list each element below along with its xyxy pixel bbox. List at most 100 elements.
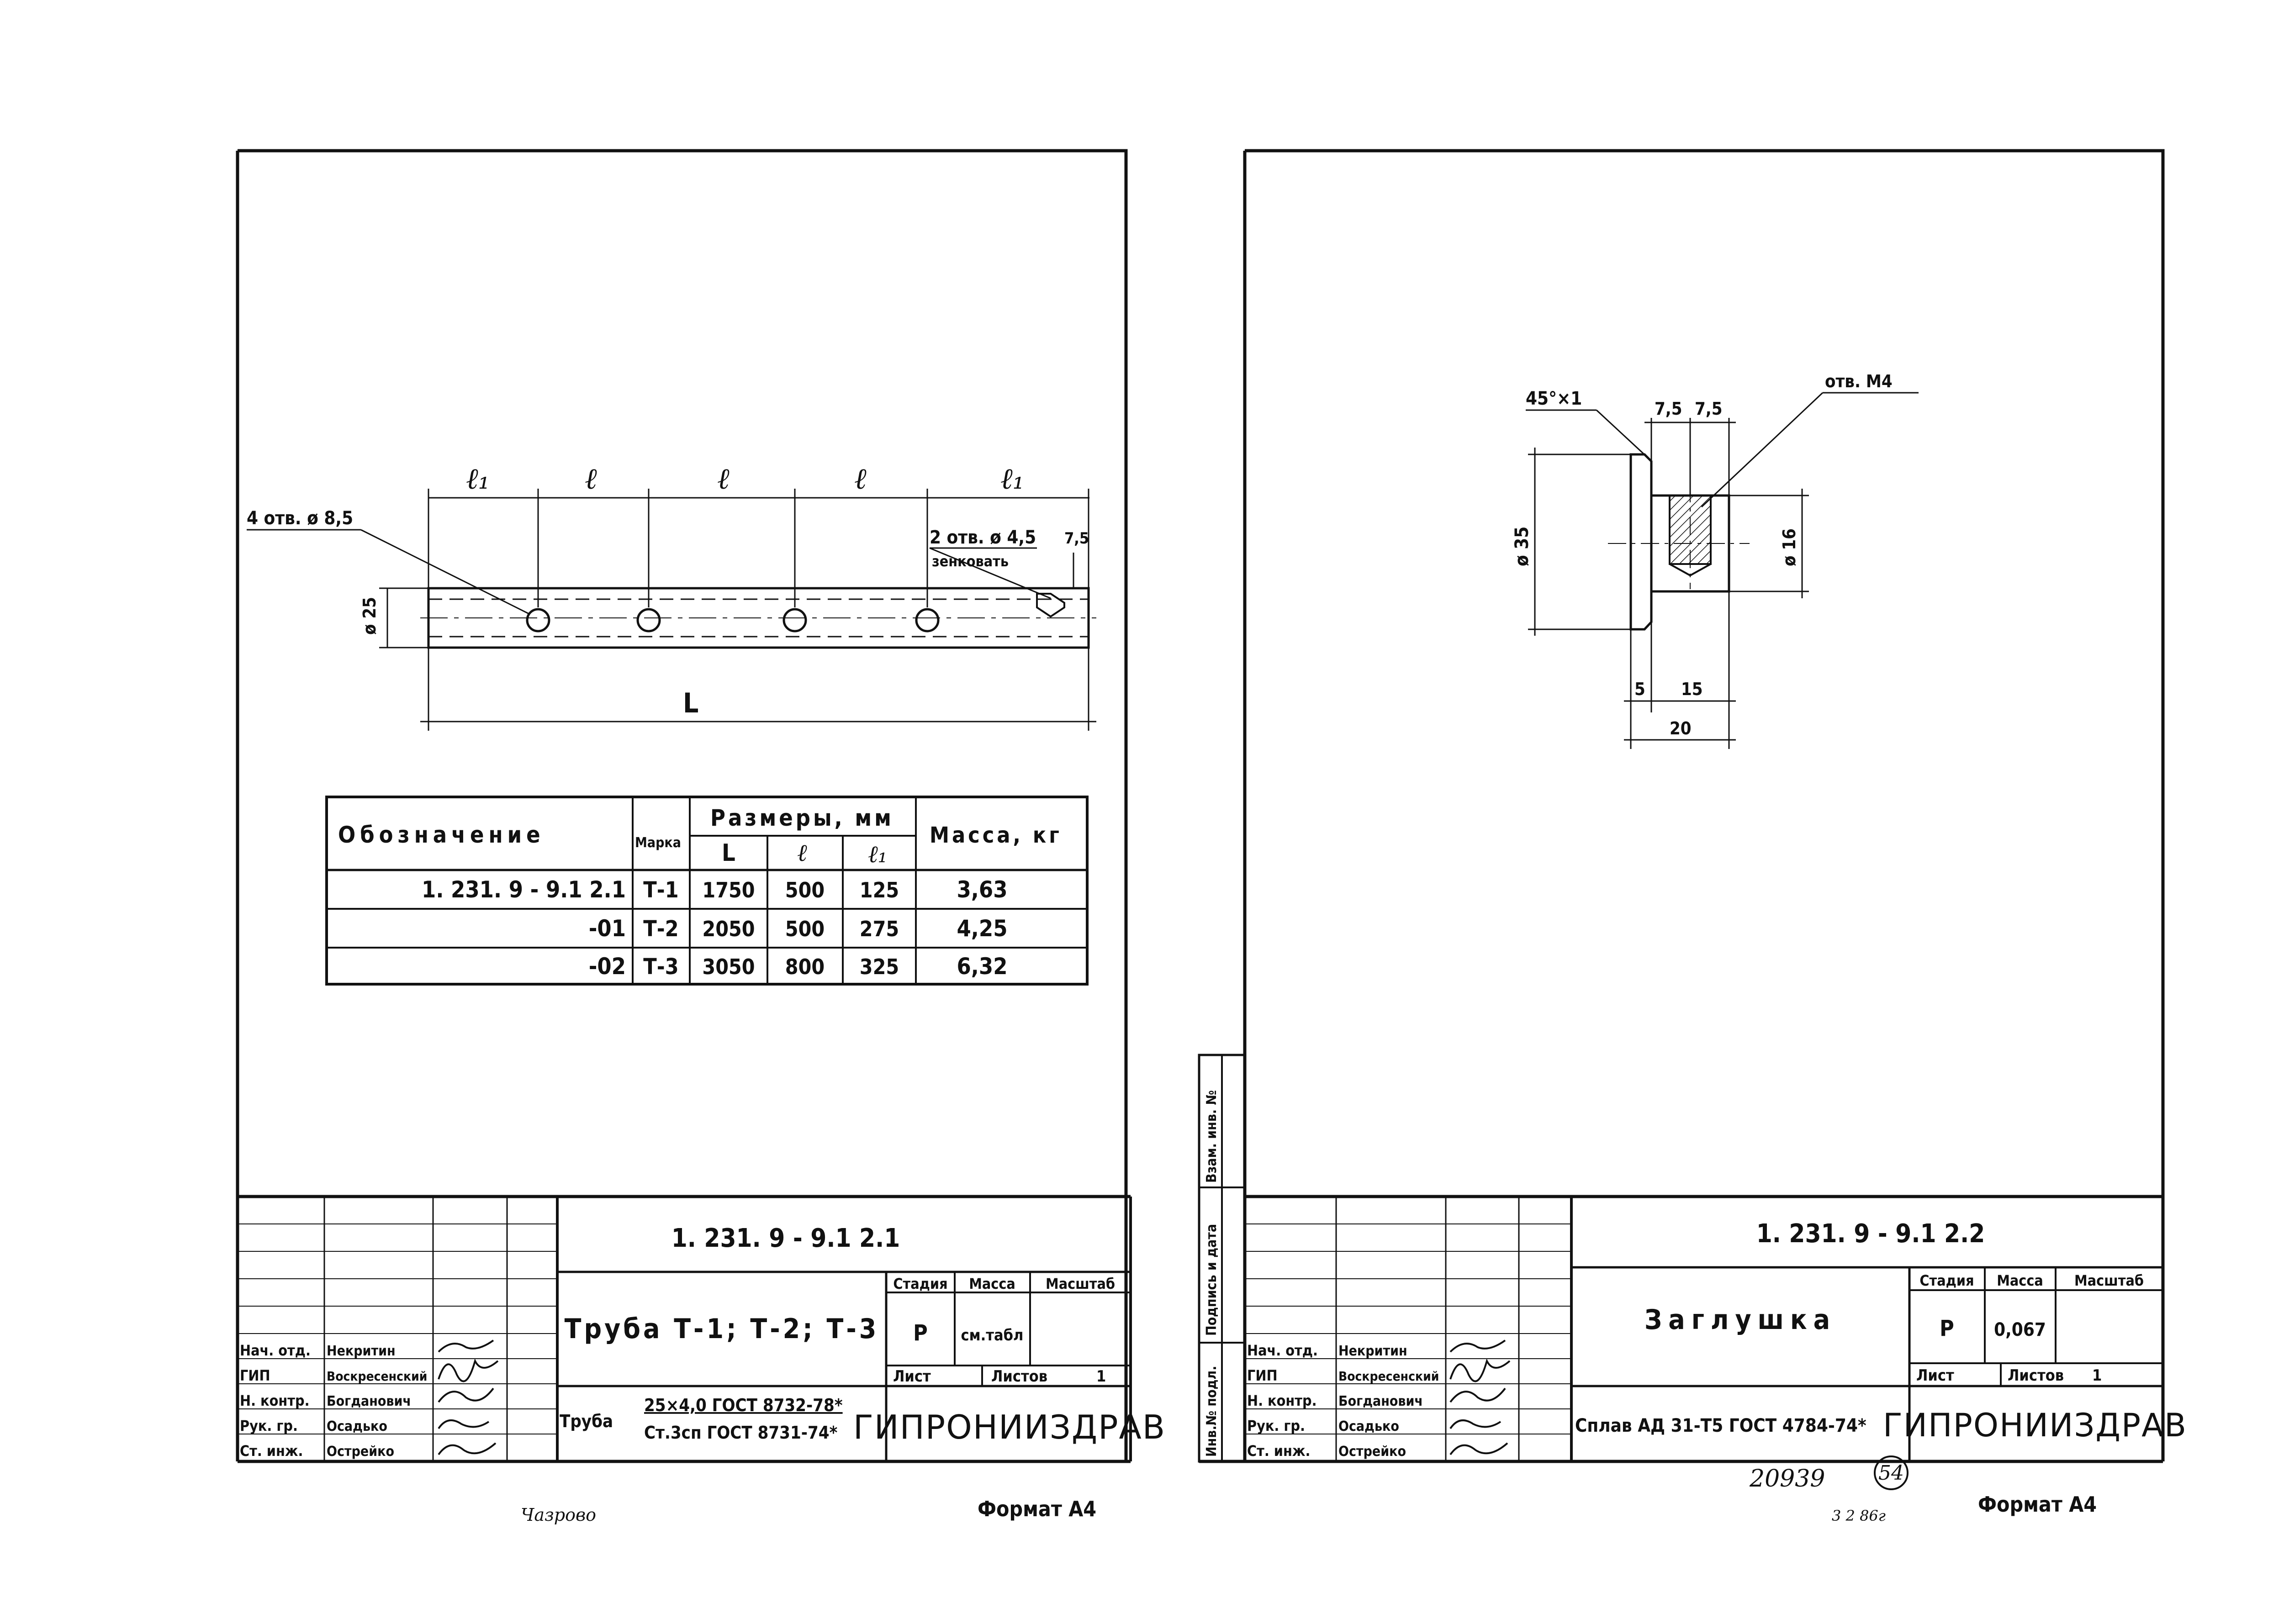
signatures-1 [438, 1339, 499, 1455]
side-label-inv: Инв.№ подл. [1204, 1366, 1220, 1457]
svg-text:1. 231. 9 - 9.1 2.1: 1. 231. 9 - 9.1 2.1 [422, 876, 626, 903]
svg-text:1750: 1750 [702, 878, 755, 902]
material-line2-1: Ст.3сп ГОСТ 8731-74* [644, 1423, 838, 1443]
material-prefix-1: Труба [560, 1411, 613, 1431]
below-left-note: Чазрово [521, 1505, 596, 1525]
table-sub-l1: ℓ₁ [868, 841, 888, 868]
dia16-label: ø 16 [1779, 528, 1799, 566]
page-number: 54 [1878, 1461, 1904, 1485]
sheets-value-2: 1 [2092, 1366, 2102, 1385]
table-header-designation: Обозначение [338, 822, 545, 848]
role: Рук. гр. [1247, 1417, 1305, 1434]
role: Нач. отд. [1247, 1342, 1318, 1359]
sheet-2: 45°×1 7,5 7,5 отв. М4 ø 35 ø 16 [1198, 149, 2187, 1524]
holes-right-label: 2 отв. ø 4,5 [930, 527, 1036, 548]
table-row: -02 Т-3 3050 800 325 6,32 [589, 953, 1008, 980]
table-header-sizes: Размеры, мм [710, 805, 894, 831]
doc-title-2: Заглушка [1644, 1304, 1836, 1336]
hole-2 [636, 608, 661, 633]
plug-flange [1629, 453, 1653, 631]
dia35-label: ø 35 [1512, 527, 1533, 566]
svg-text:3,63: 3,63 [957, 876, 1008, 903]
table-row: 1. 231. 9 - 9.1 2.1 Т-1 1750 500 125 3,6… [422, 876, 1007, 903]
role: Рук. гр. [240, 1417, 298, 1434]
format-1: Формат А4 [978, 1497, 1096, 1521]
role: ГИП [1247, 1367, 1278, 1384]
chamfer-label: 45°×1 [1526, 388, 1582, 409]
svg-text:275: 275 [860, 917, 899, 941]
svg-text:125: 125 [860, 878, 899, 902]
material-line1-1: 25×4,0 ГОСТ 8732-78* [644, 1395, 843, 1415]
doc-code-1: 1. 231. 9 - 9.1 2.1 [671, 1223, 900, 1253]
role: Ст. инж. [240, 1442, 303, 1460]
dim-15: 15 [1681, 679, 1703, 699]
svg-text:800: 800 [785, 954, 825, 979]
svg-text:Т-3: Т-3 [643, 954, 678, 980]
name: Богданович [1338, 1393, 1423, 1409]
svg-text:Т-2: Т-2 [643, 916, 678, 942]
diameter-label: ø 25 [360, 597, 380, 635]
table-header-mark: Марка [635, 835, 681, 851]
below-note-2: 3 2 86г [1832, 1507, 1886, 1524]
svg-text:3050: 3050 [702, 954, 755, 979]
sizes-table: Обозначение Марка Размеры, мм Масса, кг … [325, 796, 1089, 986]
mass-value-2: 0,067 [1994, 1319, 2046, 1340]
name: Некритин [327, 1343, 396, 1359]
table-sub-L: L [722, 839, 735, 867]
material-2: Сплав АД 31-Т5 ГОСТ 4784-74* [1575, 1415, 1866, 1436]
stage-value-2: Р [1940, 1316, 1954, 1341]
stage-label-2: Стадия [1919, 1272, 1974, 1289]
org-2: ГИПРОНИИЗДРАВ [1883, 1407, 2187, 1444]
name: Острейко [327, 1444, 394, 1460]
name: Воскресенский [327, 1369, 427, 1384]
role: Н. контр. [240, 1392, 310, 1409]
dim-7-5-b: 7,5 [1695, 399, 1723, 419]
dim-l-2: ℓ [717, 462, 730, 496]
doc-title-1: Труба Т-1; Т-2; Т-3 [565, 1313, 879, 1345]
sheet-label-1: Лист [893, 1367, 931, 1386]
dim-l-3: ℓ [854, 462, 867, 496]
plug-drawing: 45°×1 7,5 7,5 отв. М4 ø 35 ø 16 [1512, 371, 1919, 749]
page-number-circle [1874, 1455, 1909, 1490]
role: Ст. инж. [1247, 1442, 1310, 1460]
svg-text:500: 500 [785, 878, 825, 902]
sheets-value-1: 1 [1096, 1367, 1106, 1386]
format-2: Формат А4 [1978, 1492, 2097, 1517]
name: Некритин [1338, 1343, 1407, 1359]
sheet-2-frame [1243, 149, 2165, 1461]
hole-1 [526, 608, 550, 633]
title-block-2: 1. 231. 9 - 9.1 2.2 Заглушка Стадия Масс… [1199, 1195, 2187, 1463]
side-stamp: Инв.№ подл. Подпись и дата Взам. инв. № [1198, 1054, 1246, 1463]
name: Острейко [1338, 1444, 1406, 1460]
svg-text:2050: 2050 [702, 917, 755, 941]
sheet-1: ℓ₁ ℓ ℓ ℓ ℓ₁ 4 отв. ø 8,5 2 отв. ø 4,5 зе… [236, 149, 1165, 1525]
name: Осадько [327, 1418, 387, 1434]
sheets-label-1: Листов [991, 1367, 1047, 1386]
dim-20: 20 [1670, 718, 1692, 738]
sheet-label-2: Лист [1916, 1366, 1954, 1385]
stamp-number: 20939 [1749, 1465, 1825, 1492]
stage-value-1: Р [913, 1320, 928, 1346]
name: Воскресенский [1338, 1369, 1439, 1384]
role: ГИП [240, 1367, 270, 1384]
dim-7-5-a: 7,5 [1655, 399, 1682, 419]
thread-label: отв. М4 [1825, 371, 1893, 391]
mass-value-1: см.табл [961, 1326, 1024, 1345]
side-label-sign: Подпись и дата [1204, 1224, 1220, 1336]
svg-text:500: 500 [785, 917, 825, 941]
dim-l1-right: ℓ₁ [1000, 462, 1024, 496]
length-label: L [683, 687, 698, 719]
sheet-1-frame [236, 149, 1128, 1461]
title-block-1: 1. 231. 9 - 9.1 2.1 Труба Т-1; Т-2; Т-3 … [238, 1195, 1165, 1463]
svg-text:-02: -02 [589, 953, 626, 980]
hole-4 [915, 608, 940, 633]
table-header-mass: Масса, кг [930, 823, 1062, 848]
role: Нач. отд. [240, 1342, 311, 1359]
side-label-repl: Взам. инв. № [1204, 1090, 1220, 1183]
holes-left-label: 4 отв. ø 8,5 [247, 508, 353, 529]
signatures-2 [1449, 1339, 1511, 1455]
table-sub-l: ℓ [797, 839, 807, 867]
tube-drawing: ℓ₁ ℓ ℓ ℓ ℓ₁ 4 отв. ø 8,5 2 отв. ø 4,5 зе… [247, 462, 1096, 731]
sheets-label-2: Листов [2008, 1366, 2064, 1385]
